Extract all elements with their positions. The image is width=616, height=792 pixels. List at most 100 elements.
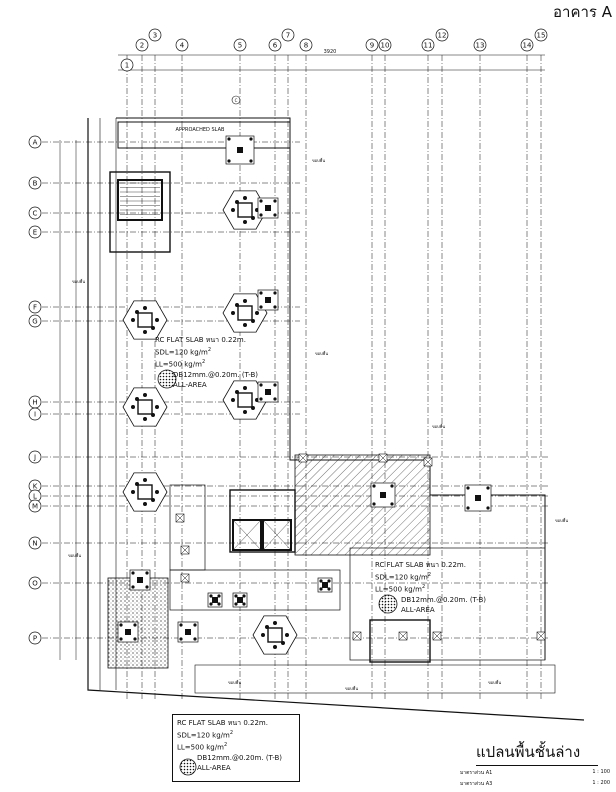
slab-note-legend: RC FLAT SLAB หนา 0.22m. SDL=120 kg/m2 LL…	[172, 714, 300, 782]
slab-note-rebar: DB12mm.@0.20m.	[401, 595, 468, 604]
column-pad	[129, 569, 151, 591]
slab-note-ll: LL=500 kg/m	[177, 743, 224, 752]
slab-note-line1: RC FLAT SLAB หนา 0.22m.	[155, 336, 246, 344]
grid-bubble-top: 15	[534, 28, 548, 42]
grid-bubble-label: 3	[153, 32, 157, 40]
grid-bubble-label: P	[33, 635, 37, 643]
overall-dimension: 3920	[324, 49, 337, 55]
grid-bubble-left: G	[28, 314, 42, 328]
approached-slab: APPROACHED SLAB C	[117, 95, 291, 149]
grid-bubble-label: N	[32, 540, 37, 548]
column-pad	[177, 621, 199, 643]
grid-bubbles-left: A B C E FG HI J KLM N O P	[28, 135, 42, 645]
column-pad	[464, 484, 492, 512]
hatched-void-zone	[294, 454, 431, 556]
section-marker	[231, 95, 241, 105]
slab-note-sdl: SDL=120 kg/m	[375, 573, 428, 582]
column-pad	[370, 482, 396, 508]
grid-bubble-left: J	[28, 450, 42, 464]
scale-a3-value: 1 : 200	[592, 780, 610, 786]
grid-bubble-top: 7	[281, 28, 295, 42]
drop-panels	[122, 190, 298, 655]
grid-bubble-label: 4	[180, 42, 185, 50]
slab-note-area: ALL-AREA	[401, 605, 435, 614]
edge-tag-label: ขอบพื้น	[72, 277, 85, 284]
grid-bubble-label: J	[33, 454, 36, 462]
grid-bubble-top: 10	[378, 38, 392, 52]
x-box-marker	[352, 631, 362, 641]
edge-tags: ขอบพื้นขอบพื้นขอบพื้นขอบพื้นขอบพื้นขอบพื…	[68, 156, 568, 691]
x-box-marker	[398, 631, 408, 641]
slab-note-rebar: DB12mm.@0.20m.	[173, 370, 240, 379]
grid-bubble-left: A	[28, 135, 42, 149]
grid-bubble-left: N	[28, 536, 42, 550]
grid-bubble-label: C	[33, 210, 38, 218]
drop-panel	[252, 615, 298, 655]
grid-bubble-label: 11	[424, 42, 433, 50]
grid-bubble-label: H	[32, 399, 37, 407]
grid-bubble-label: 2	[140, 42, 144, 50]
slab-note-line1: RC FLAT SLAB หนา 0.22m.	[375, 561, 466, 569]
grid-bubble-label: O	[32, 580, 38, 588]
scale-a3-label: มาตราส่วน A3	[460, 781, 493, 787]
slab-note-ll: LL=500 kg/m	[375, 585, 422, 594]
drop-panel	[122, 387, 168, 427]
grid-bubble-label: 8	[304, 42, 308, 50]
x-box-marker	[180, 573, 190, 583]
grid-bubble-label: B	[33, 180, 38, 188]
edge-tag-label: ขอบพื้น	[488, 678, 501, 685]
x-box-markers	[175, 453, 546, 641]
x-box-marker	[298, 453, 308, 463]
edge-tag-label: ขอบพื้น	[555, 516, 568, 523]
lift-shafts	[229, 489, 296, 553]
grid-bubble-label: L	[33, 493, 37, 501]
slab-note-main: RC FLAT SLAB หนา 0.22m. SDL=120 kg/m2 LL…	[155, 335, 281, 390]
slab-note-area: ALL-AREA	[197, 763, 231, 772]
square-column-pads	[117, 135, 492, 643]
grid-bubble-label: A	[33, 139, 38, 147]
grid-bubble-top: 2	[135, 38, 149, 52]
grid-bubble-left: F	[28, 300, 42, 314]
x-box-marker	[432, 631, 442, 641]
scale-a1-label: มาตราส่วน A1	[460, 770, 493, 776]
grid-bubble-top: 11	[421, 38, 435, 52]
slab-note-line1: RC FLAT SLAB หนา 0.22m.	[177, 719, 268, 727]
column-pad	[232, 592, 248, 608]
grid-bubble-left: E	[28, 225, 42, 239]
column-pad	[225, 135, 255, 165]
grid-bubble-label: 7	[286, 32, 290, 40]
scale-a1-value: 1 : 100	[592, 769, 610, 775]
grid-bubble-label: E	[33, 229, 37, 237]
grid-bubble-label: 12	[438, 32, 447, 40]
grid-bubble-top: 13	[473, 38, 487, 52]
building-label: อาคาร A	[553, 3, 612, 21]
grid-bubble-top: 12	[435, 28, 449, 42]
edge-tag-label: ขอบพื้น	[345, 684, 358, 691]
drawing-title: แปลนพื้นชั้นล่าง	[476, 740, 598, 766]
edge-tag-label: ขอบพื้น	[68, 551, 81, 558]
grid-bubble-label: F	[33, 304, 37, 312]
slab-note-ll: LL=500 kg/m	[155, 360, 202, 369]
x-box-marker	[378, 453, 388, 463]
grid-bubble-left: P	[28, 631, 42, 645]
title-block: แปลนพื้นชั้นล่าง มาตราส่วน A1 1 : 100 มา…	[460, 740, 610, 788]
edge-tag-label: ขอบพื้น	[432, 422, 445, 429]
drop-panel	[222, 293, 268, 333]
grid-bubble-left: I	[28, 407, 42, 421]
grid-bubble-label: 6	[273, 42, 278, 50]
column-pad	[207, 592, 223, 608]
x-box-marker	[536, 631, 546, 641]
grid-bubble-top: 5	[233, 38, 247, 52]
grid-bubble-left: M	[28, 499, 42, 513]
slab-note-sdl: SDL=120 kg/m	[177, 731, 230, 740]
grid-bubble-label: K	[33, 483, 38, 491]
edge-tag-label: ขอบพื้น	[312, 156, 325, 163]
grid-bubble-left: C	[28, 206, 42, 220]
x-box-marker	[180, 545, 190, 555]
grid-bubble-label: 9	[370, 42, 374, 50]
grid-bubble-left: O	[28, 576, 42, 590]
grid-bubble-top: 4	[175, 38, 189, 52]
grid-bubble-top: 3	[148, 28, 162, 42]
